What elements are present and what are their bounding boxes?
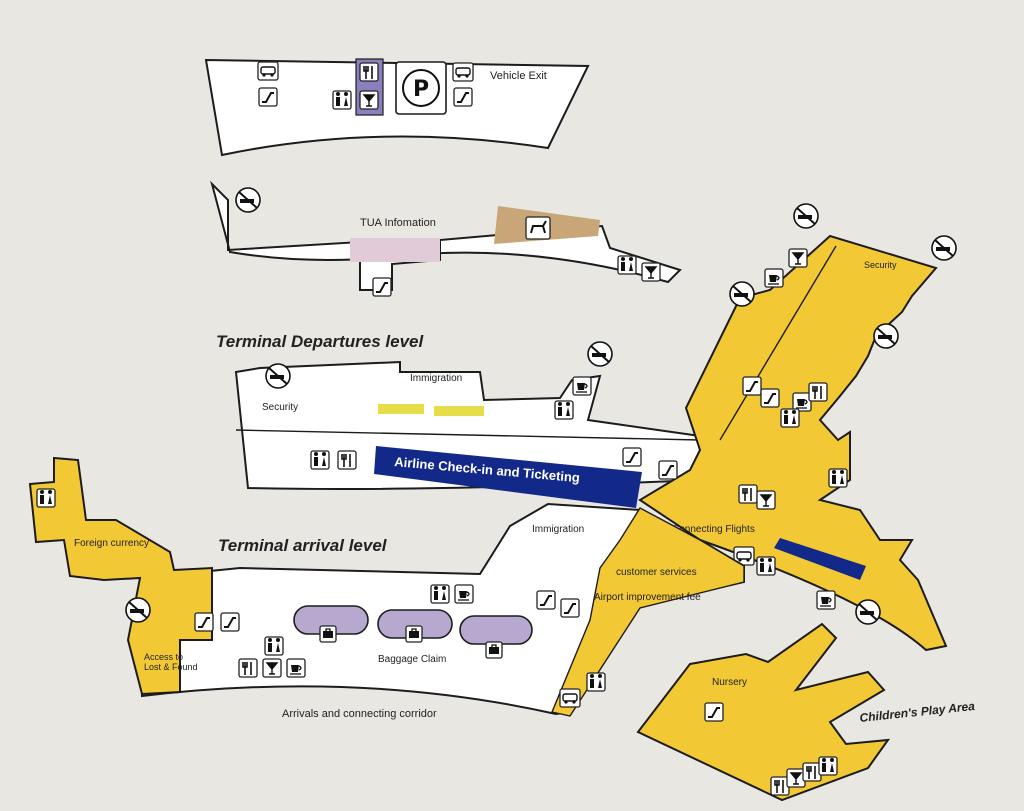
pet-area-icon — [525, 216, 551, 240]
childrens-play-area-label: Children's Play Area — [859, 699, 976, 725]
lost-found-label: Access to — [144, 652, 183, 662]
baggage-icon — [405, 625, 423, 643]
baggage-carousel — [459, 615, 533, 645]
gate-walkway — [774, 538, 866, 580]
baggage-icon — [319, 625, 337, 643]
escalator-icon — [742, 376, 762, 396]
restroom-icon — [430, 584, 450, 604]
restroom-icon — [264, 636, 284, 656]
escalator-icon — [220, 612, 240, 632]
restroom-icon — [554, 400, 574, 420]
escalator-icon — [658, 460, 678, 480]
security-lane — [378, 404, 424, 414]
customer-services-label: customer services — [616, 567, 697, 578]
restroom-icon — [617, 255, 637, 275]
restroom-icon — [818, 756, 838, 776]
escalator-icon — [560, 598, 580, 618]
restroom-icon — [332, 90, 352, 110]
escalator-icon — [760, 388, 780, 408]
baggage-claim-label: Baggage Claim — [378, 654, 446, 665]
parking-icon: P — [395, 61, 447, 115]
escalator-icon — [704, 702, 724, 722]
arrival-yellow-zone — [551, 507, 745, 717]
immigration-arrival-label: Immigration — [532, 524, 584, 535]
coffee-icon — [454, 584, 474, 604]
no-smoking-icon — [873, 323, 899, 349]
connecting-flights-label: Connecting Flights — [672, 524, 755, 535]
car-rental-icon — [452, 62, 474, 82]
security-lane — [434, 406, 484, 416]
no-smoking-icon — [855, 599, 881, 625]
restaurant-icon — [808, 382, 828, 402]
coffee-icon — [286, 658, 306, 678]
restroom-icon — [36, 488, 56, 508]
car-rental-icon — [257, 61, 279, 81]
airport-fee-label: Airport improvement fee — [594, 592, 701, 603]
restaurant-icon — [738, 484, 758, 504]
coffee-icon — [764, 268, 784, 288]
checkin-banner — [374, 446, 642, 508]
bar-icon — [641, 262, 661, 282]
restroom-icon — [780, 408, 800, 428]
restroom-icon — [828, 468, 848, 488]
lost-found-wing — [28, 456, 213, 696]
tua-information-label: TUA Infomation — [360, 217, 436, 229]
restroom-icon — [310, 450, 330, 470]
arrival-level-heading: Terminal arrival level — [218, 536, 388, 555]
no-smoking-icon — [587, 341, 613, 367]
nursery-label: Nursery — [712, 677, 747, 688]
bar-icon — [756, 490, 776, 510]
arrivals-corridor-label: Arrivals and connecting corridor — [282, 708, 437, 720]
lost-found-label: Lost & Found — [144, 662, 198, 672]
escalator-icon — [622, 447, 642, 467]
restaurant-icon — [337, 450, 357, 470]
bar-icon — [786, 768, 806, 788]
information-zone — [350, 238, 440, 262]
baggage-icon — [485, 641, 503, 659]
escalator-icon — [453, 87, 473, 107]
bar-icon — [262, 658, 282, 678]
restroom-icon — [756, 556, 776, 576]
coffee-icon — [792, 392, 812, 412]
escalator-icon — [258, 87, 278, 107]
coffee-icon — [816, 590, 836, 610]
no-smoking-icon — [729, 281, 755, 307]
no-smoking-icon — [793, 203, 819, 229]
escalator-icon — [536, 590, 556, 610]
car-rental-icon — [559, 688, 581, 708]
vehicle-exit-label: Vehicle Exit — [490, 70, 547, 82]
security-label: Security — [262, 402, 298, 413]
mezzanine-floor — [210, 180, 682, 291]
restaurant-icon — [359, 62, 379, 82]
coffee-icon — [572, 376, 592, 396]
bar-icon — [788, 248, 808, 268]
departures-divider — [235, 429, 701, 441]
departures-level-heading: Terminal Departures level — [216, 332, 425, 351]
foreign-currency-label: Foreign currency — [74, 538, 149, 549]
restroom-icon — [586, 672, 606, 692]
no-smoking-icon — [125, 597, 151, 623]
escalator-icon — [372, 277, 392, 297]
security-gates-label: Security — [864, 260, 897, 270]
no-smoking-icon — [931, 235, 957, 261]
bar-icon — [359, 90, 379, 110]
svg-text:P: P — [413, 77, 429, 102]
gates-divider — [719, 245, 837, 441]
restaurant-icon — [770, 776, 790, 796]
no-smoking-icon — [235, 187, 261, 213]
restaurant-icon — [238, 658, 258, 678]
immigration-label: Immigration — [410, 373, 462, 384]
no-smoking-icon — [265, 363, 291, 389]
restaurant-icon — [802, 762, 822, 782]
nursery-wing — [636, 622, 891, 802]
escalator-icon — [194, 612, 214, 632]
